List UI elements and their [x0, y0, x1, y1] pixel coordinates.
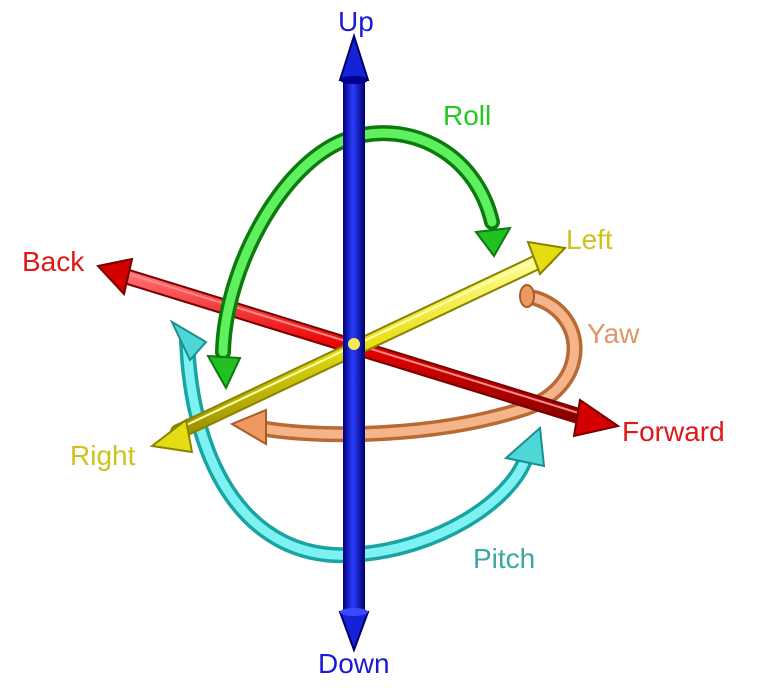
label-forward: Forward [622, 416, 725, 447]
label-left: Left [566, 224, 613, 255]
yaw-arrow [229, 284, 583, 446]
label-down: Down [318, 648, 390, 679]
label-up: Up [338, 6, 374, 37]
label-roll: Roll [443, 100, 492, 131]
label-pitch: Pitch [473, 543, 536, 574]
pitch-arrow [169, 319, 546, 564]
label-yaw: Yaw [587, 318, 640, 349]
label-back: Back [22, 246, 85, 277]
label-right: Right [70, 440, 136, 471]
axes-origin [348, 338, 360, 350]
